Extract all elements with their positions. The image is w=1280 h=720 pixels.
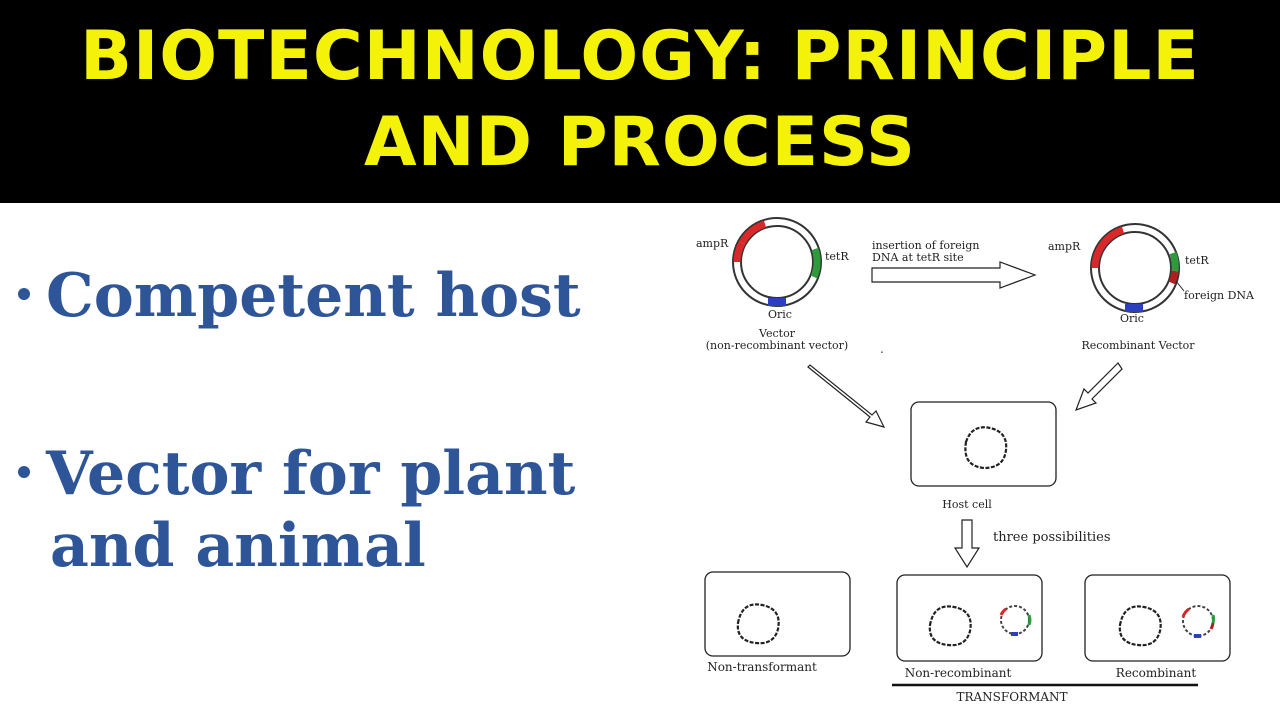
foreign-dna-segment — [1172, 271, 1175, 283]
vector-ori-label: Oric — [768, 308, 792, 321]
transformant-label: TRANSFORMANT — [956, 690, 1067, 704]
bullet-text-line-1: Vector for plant — [46, 439, 575, 509]
svg-text:.: . — [880, 342, 884, 356]
insertion-arrow: insertion of foreign DNA at tetR site — [872, 239, 1035, 288]
outcome-recombinant: Recombinant — [1085, 575, 1230, 680]
non-transformant-label: Non-transformant — [707, 660, 817, 674]
vector-tetR-label: tetR — [825, 250, 849, 263]
recombinant-label: Recombinant — [1116, 666, 1197, 680]
possibilities-label: three possibilities — [993, 530, 1111, 545]
foreign-dna-label: foreign DNA — [1184, 289, 1255, 302]
down-arrow-icon — [955, 520, 979, 567]
bullet-dot-icon — [18, 466, 30, 478]
ampR-segment — [742, 224, 765, 243]
outcome-non-recombinant: Non-recombinant — [897, 575, 1042, 680]
transformant-group: TRANSFORMANT — [892, 685, 1198, 704]
ori-segment — [768, 298, 786, 306]
recombinant-ampR-label: ampR — [1048, 240, 1081, 253]
title-banner: BIOTECHNOLOGY: PRINCIPLE AND PROCESS — [0, 0, 1280, 203]
cloning-diagram: ampR tetR Oric Vector (non-recombinant v… — [680, 205, 1270, 715]
insertion-label-2: DNA at tetR site — [872, 251, 964, 264]
bullet-text-line-2: and animal — [18, 510, 575, 582]
vector-ampR-label: ampR — [696, 237, 729, 250]
down-left-arrow-icon — [1076, 363, 1122, 410]
non-recombinant-label: Non-recombinant — [905, 666, 1012, 680]
bullet-dot-icon — [18, 288, 30, 300]
down-right-arrow-icon — [808, 365, 884, 427]
host-cell-label: Host cell — [942, 498, 992, 511]
vector-caption-sub: (non-recombinant vector) — [706, 339, 848, 352]
bullet-text: Competent host — [46, 261, 581, 331]
bullet-vector-plant-animal: Vector for plant and animal — [18, 438, 575, 582]
vector-plasmid: ampR tetR Oric Vector (non-recombinant v… — [696, 222, 849, 352]
possibilities-arrow: three possibilities — [955, 520, 1111, 567]
recombinant-ori-label: Oric — [1120, 312, 1144, 325]
title-line-2: AND PROCESS — [0, 100, 1280, 186]
outcome-non-transformant: Non-transformant — [705, 572, 850, 674]
right-arrow-icon — [872, 262, 1035, 288]
host-cell: Host cell — [911, 402, 1056, 511]
bullet-competent-host: Competent host — [18, 260, 581, 332]
recombinant-caption: Recombinant Vector — [1081, 339, 1195, 352]
recombinant-tetR-label: tetR — [1185, 254, 1209, 267]
title-line-1: BIOTECHNOLOGY: PRINCIPLE — [0, 0, 1280, 100]
recombinant-plasmid: ampR tetR foreign DNA Oric Recombinant V… — [1048, 228, 1255, 352]
tetR-segment — [814, 249, 817, 277]
